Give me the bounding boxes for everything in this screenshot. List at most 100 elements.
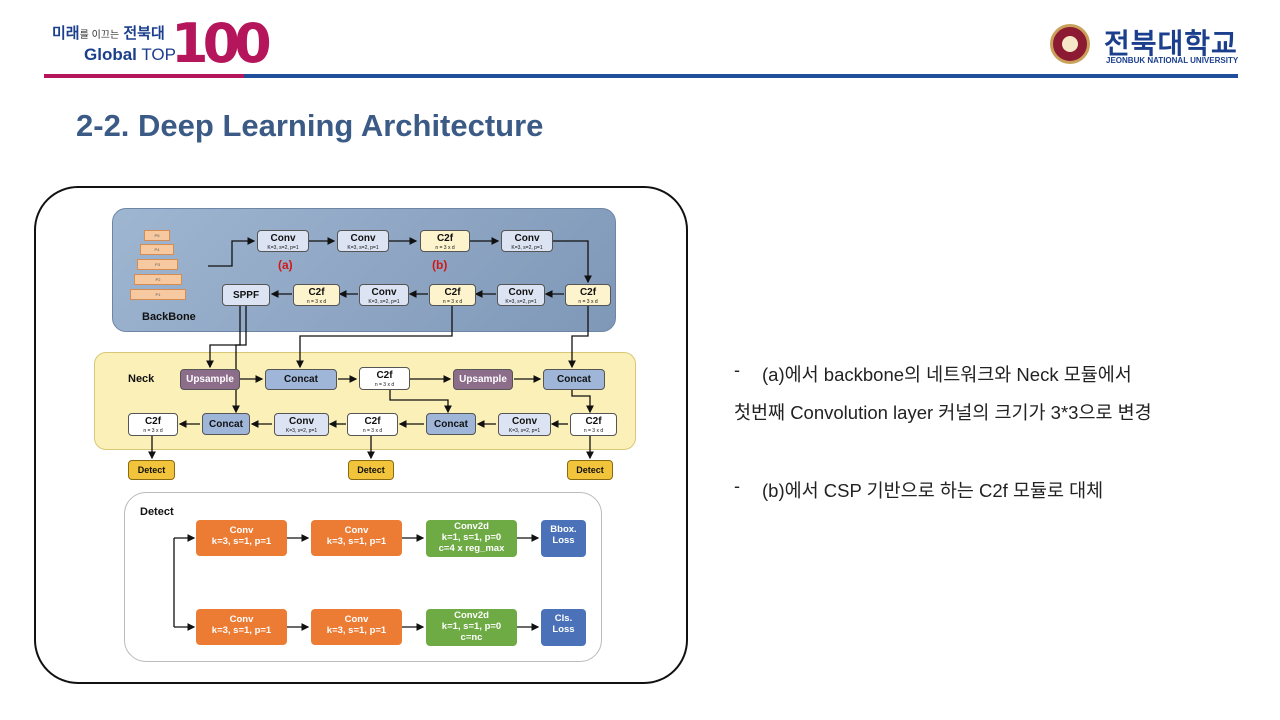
neck-concat-3: Concat (426, 413, 476, 435)
node-label: Conv (512, 416, 537, 427)
node-label: Conv (350, 233, 376, 244)
logo-left-top: TOP (136, 45, 176, 64)
header-rule-blue (244, 74, 1238, 78)
pyramid-level: P1 (130, 289, 186, 300)
node-label: Concat (557, 374, 591, 385)
node-sub: k=3, s=1, p=1 (326, 624, 387, 636)
node-label: Conv (270, 233, 296, 244)
bullet-dash-1: - (734, 360, 740, 380)
node-label: C2f (364, 416, 381, 427)
backbone-label: BackBone (142, 311, 196, 323)
logo-left-global: Global (84, 45, 137, 64)
node-sub: Loss (552, 534, 575, 546)
node-label: Conv (289, 416, 314, 427)
logo-global-top-100: 미래를 이끄는 전북대 Global TOP 100 (46, 12, 272, 75)
node-label: Conv (229, 614, 254, 625)
node-sub: n = 3 x d (583, 428, 604, 434)
node-label: Conv (371, 287, 397, 298)
bullet-1-line-2: 첫번째 Convolution layer 커널의 크기가 3*3으로 변경 (734, 402, 1152, 423)
node-sub: n = 3 x d (435, 245, 455, 251)
backbone-sppf: SPPF (222, 284, 270, 306)
page-title: 2-2. Deep Learning Architecture (76, 108, 544, 143)
university-seal-icon (1050, 24, 1090, 64)
node-sub: n = 3 x d (578, 299, 598, 305)
node-sub: n = 3 x d (374, 382, 395, 388)
logo-left-number: 100 (171, 12, 272, 75)
logo-left-kr2: 전북대 (123, 25, 165, 42)
logo-left-small: 를 이끄는 (79, 30, 120, 41)
node-label: Conv (344, 614, 369, 625)
detect-output-3: Detect (567, 460, 613, 480)
pyramid-level: P4 (140, 244, 174, 255)
node-label: Conv (229, 525, 254, 536)
node-label: Conv (508, 287, 534, 298)
feature-pyramid-image: P5 P4 P3 P2 P1 (128, 222, 208, 306)
node-sub: n = 3 x d (143, 428, 163, 434)
header-rule-red (44, 74, 244, 78)
node-label: Detect (576, 465, 604, 475)
node-label: Conv2d (454, 610, 489, 621)
node-label: Conv2d (454, 521, 489, 532)
node-sub: k=3, s=1, p=1 (211, 535, 272, 547)
node-label: Concat (209, 419, 243, 430)
node-sub: k=3, s=1, p=1 (211, 624, 272, 636)
node-label: Conv (514, 233, 540, 244)
university-name-kr: 전북대학교 (1104, 27, 1238, 60)
node-sub: K=3, s=2, p=1 (511, 245, 543, 251)
node-label: Detect (357, 465, 385, 475)
neck-upsample-2: Upsample (453, 369, 513, 390)
node-label: Concat (284, 374, 318, 385)
node-label: C2f (585, 416, 602, 427)
university-name-en: JEONBUK NATIONAL UNIVERSITY (1106, 56, 1239, 65)
university-logo: 전북대학교 JEONBUK NATIONAL UNIVERSITY (1048, 20, 1240, 70)
node-sub: k=1, s=1, p=0 (441, 620, 502, 632)
pyramid-level: P5 (144, 230, 170, 241)
detect-label: Detect (140, 506, 174, 518)
node-sub: K=3, s=2, p=1 (347, 245, 379, 251)
node-label: Conv (344, 525, 369, 536)
node-label: Bbox. (550, 524, 577, 535)
node-sub: K=3, s=2, p=1 (267, 245, 299, 251)
node-sub2: c=4 x reg_max (438, 542, 505, 554)
node-label: SPPF (232, 290, 260, 301)
node-label: C2f (144, 416, 162, 427)
bullet-2-line-1: (b)에서 CSP 기반으로 하는 C2f 모듈로 대체 (762, 480, 1104, 501)
node-label: C2f (308, 287, 325, 298)
node-label: Cls. (554, 613, 573, 624)
neck-concat-2: Concat (543, 369, 605, 390)
node-label: C2f (436, 233, 454, 244)
node-sub: n = 3 x d (362, 428, 383, 434)
detect-output-2: Detect (348, 460, 394, 480)
node-label: Upsample (459, 374, 507, 385)
node-sub: K=3, s=2, p=1 (505, 299, 537, 305)
neck-concat-4: Concat (202, 413, 250, 435)
pyramid-level: P2 (134, 274, 182, 285)
node-sub: k=3, s=1, p=1 (326, 535, 387, 547)
pyramid-level: P3 (137, 259, 178, 270)
node-label: Detect (137, 465, 166, 475)
node-label: Concat (434, 419, 468, 430)
logo-left-line1: 미래를 이끄는 전북대 (52, 22, 165, 43)
neck-upsample-1: Upsample (180, 369, 240, 390)
node-sub: n = 3 x d (306, 299, 327, 305)
